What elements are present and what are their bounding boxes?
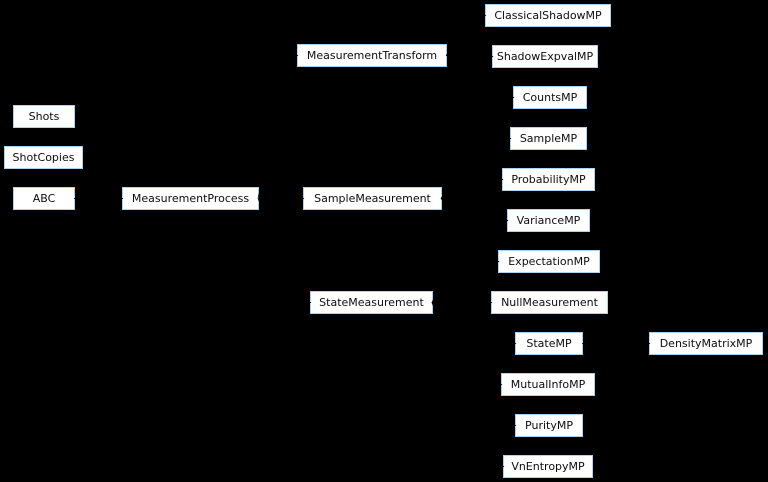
class-node-classical-shadow-mp[interactable]: ClassicalShadowMP <box>485 4 611 27</box>
class-node-shadow-expval-mp[interactable]: ShadowExpvalMP <box>492 45 598 68</box>
class-node-vn-entropy-mp[interactable]: VnEntropyMP <box>503 455 593 478</box>
class-node-mutual-info-mp[interactable]: MutualInfoMP <box>501 373 595 396</box>
class-node-density-matrix-mp[interactable]: DensityMatrixMP <box>649 332 763 355</box>
inheritance-edge-measurement-transform--shadow-expval-mp <box>445 55 489 57</box>
inheritance-edge-state-measurement--vn-entropy-mp <box>431 302 500 467</box>
class-node-state-measurement[interactable]: StateMeasurement <box>310 291 433 314</box>
class-node-shot-copies[interactable]: ShotCopies <box>4 146 83 169</box>
class-node-counts-mp[interactable]: CountsMP <box>513 86 587 109</box>
class-node-sample-measurement[interactable]: SampleMeasurement <box>303 187 442 210</box>
inheritance-edge-sample-measurement--counts-mp <box>440 97 510 199</box>
inheritance-edge-sample-measurement--expectation-mp <box>440 198 495 262</box>
class-node-purity-mp[interactable]: PurityMP <box>515 414 583 437</box>
inheritance-edge-state-measurement--expectation-mp <box>431 261 495 303</box>
class-node-state-mp[interactable]: StateMP <box>515 332 583 355</box>
inheritance-edge-state-measurement--mutual-info-mp <box>431 302 498 385</box>
class-node-sample-mp[interactable]: SampleMP <box>510 127 587 150</box>
inheritance-edge-measurement-process--state-measurement <box>257 198 307 303</box>
inheritance-edge-sample-measurement--sample-mp <box>440 138 507 199</box>
inheritance-edge-measurement-process--measurement-transform <box>257 55 294 199</box>
class-node-variance-mp[interactable]: VarianceMP <box>507 209 590 232</box>
inheritance-edge-sample-measurement--probability-mp <box>440 179 499 199</box>
class-node-measurement-process[interactable]: MeasurementProcess <box>122 187 259 210</box>
inheritance-edge-state-measurement--purity-mp <box>431 302 512 426</box>
class-node-measurement-transform[interactable]: MeasurementTransform <box>297 44 447 67</box>
inheritance-edge-sample-measurement--variance-mp <box>440 198 504 221</box>
class-node-expectation-mp[interactable]: ExpectationMP <box>498 250 600 273</box>
class-node-shots[interactable]: Shots <box>13 105 75 128</box>
inheritance-edge-measurement-transform--classical-shadow-mp <box>445 15 482 56</box>
class-node-probability-mp[interactable]: ProbabilityMP <box>502 168 595 191</box>
class-node-null-measurement[interactable]: NullMeasurement <box>491 291 608 314</box>
class-node-abc[interactable]: ABC <box>13 187 75 210</box>
